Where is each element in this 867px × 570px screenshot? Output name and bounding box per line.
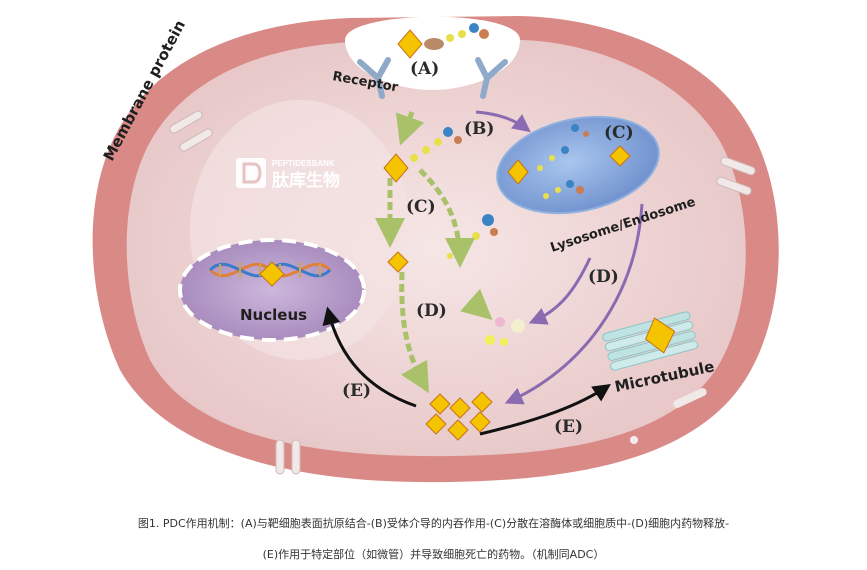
caption-line-1: 图1. PDC作用机制：(A)与靶细胞表面抗原结合-(B)受体介导的内吞作用-(…	[137, 517, 730, 530]
pdc-conjugate-a	[397, 23, 489, 59]
lysosome-vesicle	[496, 115, 660, 215]
free-drug-small	[387, 251, 409, 273]
purple-pathway-arrows	[475, 110, 644, 405]
step-label-c-vesicle: (C)	[604, 123, 634, 143]
nucleus	[178, 238, 366, 342]
membrane-protein-bottom	[275, 439, 301, 475]
green-pathway-arrows	[375, 111, 493, 394]
step-label-d-lysosome: (D)	[588, 267, 619, 287]
receptor-left	[357, 57, 391, 99]
caption-line-2: (E)作用于特定部位（如微管）并导致细胞死亡的药物。（机制同ADC）	[262, 548, 605, 561]
pdc-mechanism-diagram: PEPTIDESBANK 肽库生物 Membrane protein Recep…	[92, 16, 779, 483]
vesicle-contents	[507, 124, 631, 199]
membrane-dot	[630, 436, 638, 444]
pdc-conjugate-b	[383, 127, 462, 183]
step-label-b: (B)	[464, 119, 494, 139]
figure-caption: 图1. PDC作用机制：(A)与靶细胞表面抗原结合-(B)受体介导的内吞作用-(…	[0, 508, 867, 570]
black-action-arrows	[322, 306, 611, 436]
membrane-protein-left	[169, 110, 213, 152]
step-label-e-microtubule: (E)	[554, 417, 583, 437]
step-label-e-nucleus: (E)	[342, 381, 371, 401]
released-payload-particles	[485, 317, 525, 346]
receptor-right	[475, 57, 508, 99]
microtubule-icon	[602, 311, 699, 371]
step-label-c-cytoplasm: (C)	[406, 197, 436, 217]
logo-brand-en: PEPTIDESBANK	[272, 159, 335, 168]
peptidesbank-logo: PEPTIDESBANK 肽库生物	[236, 158, 340, 191]
label-nucleus: Nucleus	[240, 306, 307, 324]
released-drug-cluster	[425, 391, 493, 441]
step-label-a: (A)	[410, 59, 439, 79]
dna-helix-icon	[208, 261, 332, 287]
endocytic-pit	[345, 16, 520, 90]
membrane-protein-bottom-right	[673, 388, 707, 408]
logo-brand-cn: 肽库生物	[272, 170, 340, 191]
membrane-protein-right	[716, 156, 756, 196]
step-label-d-cytoplasm: (D)	[416, 301, 447, 321]
